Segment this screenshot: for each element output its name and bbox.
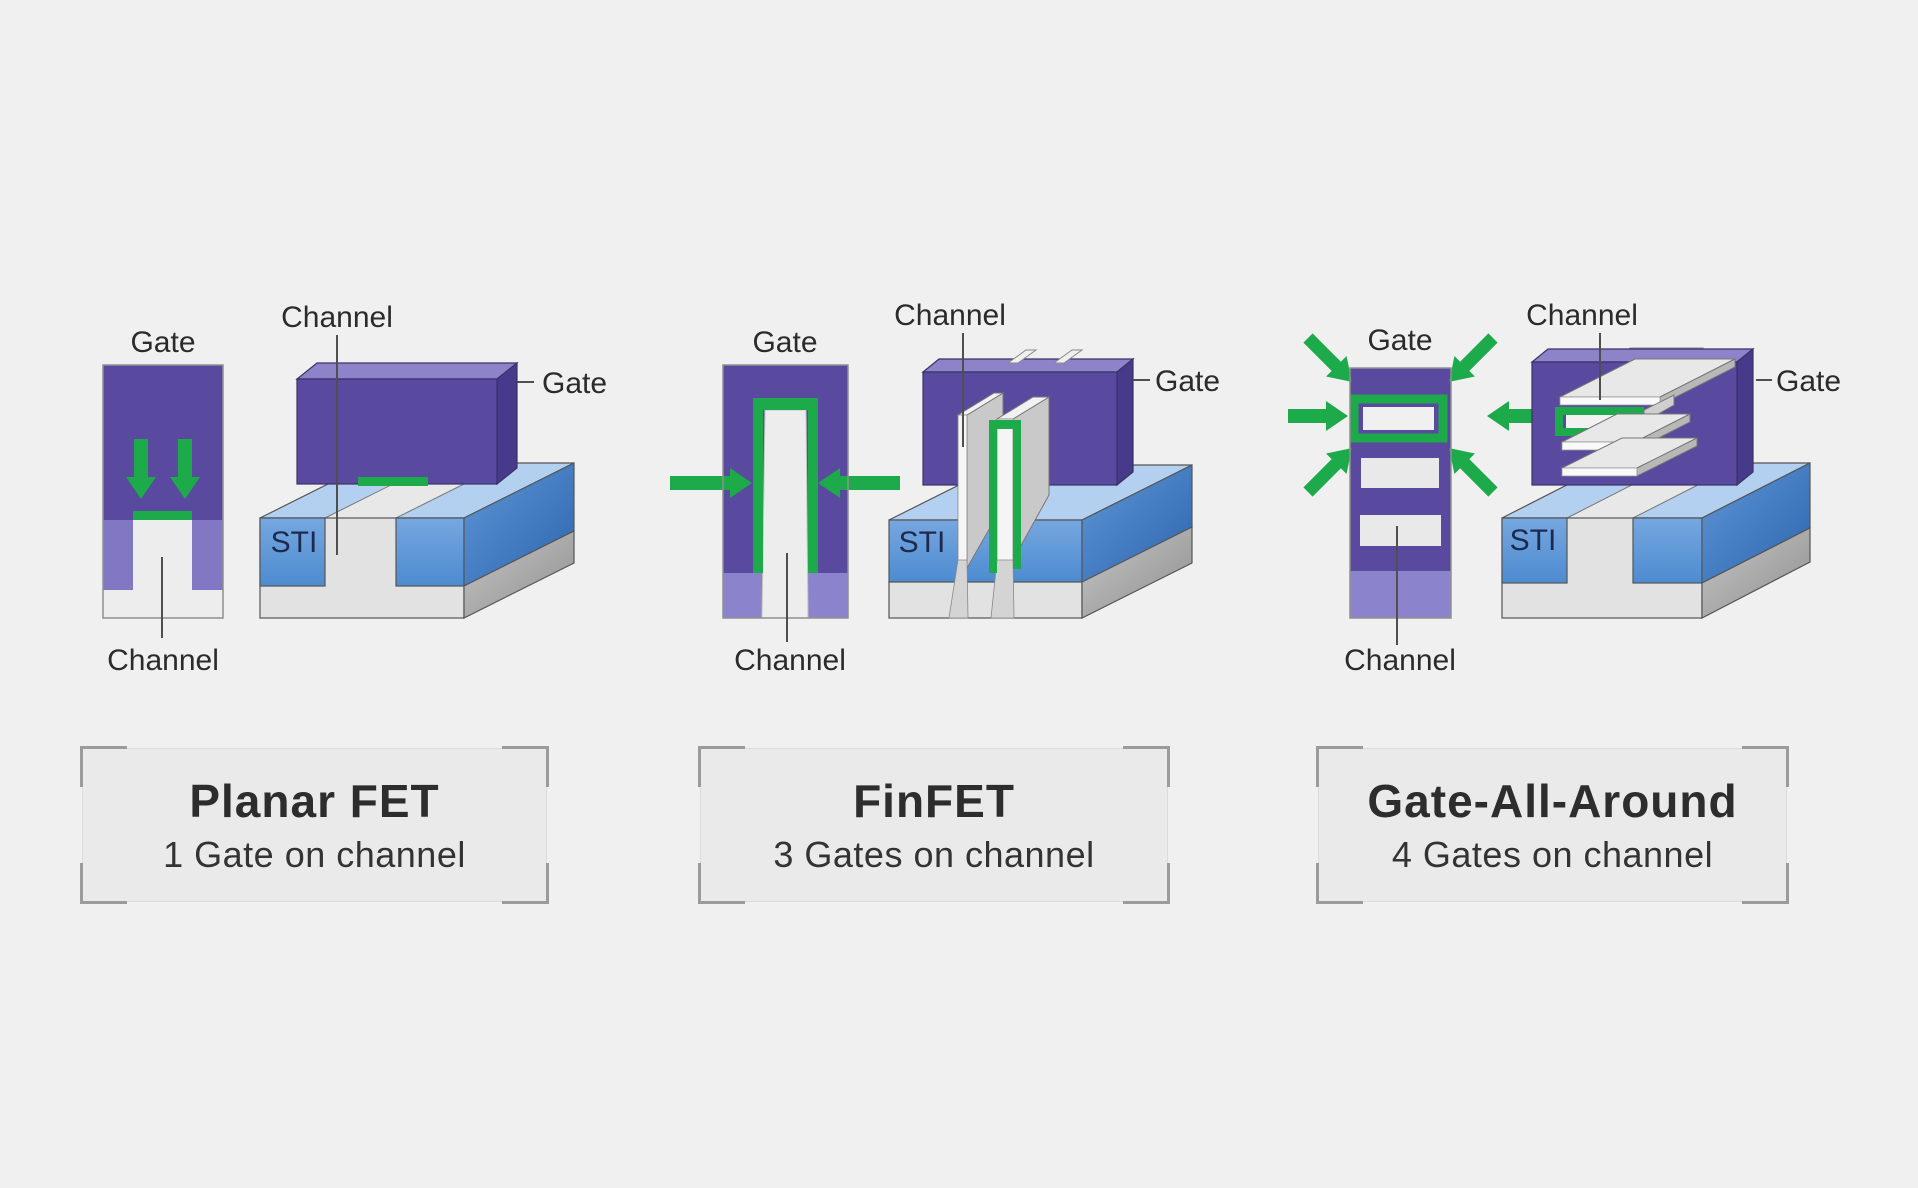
sti-label: STI — [1510, 524, 1557, 557]
finfet-panel: Gate Channel Gate STI Channel — [670, 299, 1220, 677]
corner-bracket-bottom-right — [1742, 863, 1789, 904]
finfet-caption: FinFET 3 Gates on channel — [698, 746, 1170, 904]
caption-title: FinFET — [853, 774, 1015, 827]
corner-bracket-top-right — [1742, 746, 1789, 787]
cross-section-outline — [722, 364, 849, 619]
substrate-side-face — [1081, 526, 1193, 619]
gate-side-face — [1736, 347, 1754, 487]
fin1-foot — [948, 559, 969, 619]
planar-fet-panel: Gate Channel Gate STI Channel — [102, 301, 607, 677]
gate-contact-bar — [133, 511, 192, 520]
spacer-right — [192, 520, 223, 590]
gate-contact-bar-3d — [358, 477, 428, 486]
cross-section-outline — [1349, 367, 1452, 619]
finfet-3d-view — [888, 333, 1193, 619]
fin-gate-wrap-top — [989, 420, 1021, 429]
diagonal-arrow-icon — [1449, 448, 1498, 497]
spacer-left — [103, 520, 133, 590]
sheet4-front-edge — [1561, 467, 1638, 477]
gaa-3d-view — [1501, 333, 1811, 619]
left-arrow-icon — [1487, 401, 1560, 431]
gate-3d-label: Gate — [1776, 365, 1841, 398]
sti-label: STI — [271, 526, 318, 559]
diagonal-arrow-icon — [1303, 448, 1352, 497]
planar-3d-view — [259, 335, 575, 619]
gate-all-around-caption: Gate-All-Around 4 Gates on channel — [1316, 746, 1789, 904]
nanosheet-2 — [1361, 458, 1439, 488]
gate-label: Gate — [130, 326, 195, 359]
gate-side-face — [1116, 357, 1134, 487]
gate-wrap-right — [808, 398, 818, 573]
sti-front-left — [1501, 517, 1568, 584]
left-arrow-icon — [818, 468, 900, 498]
diagonal-arrow-icon — [1449, 333, 1498, 382]
channel-bottom-label: Channel — [734, 644, 846, 677]
channel-bottom-label: Channel — [107, 644, 219, 677]
gate-top-face — [921, 358, 1135, 373]
gate-3d-label: Gate — [542, 367, 607, 400]
caption-subtitle: 4 Gates on channel — [1391, 833, 1714, 875]
corner-bracket-top-left — [80, 746, 127, 787]
fin-gate-wrap-right — [1013, 420, 1021, 569]
sti-front-right — [1632, 517, 1703, 584]
right-arrow-icon — [1288, 401, 1348, 431]
corner-bracket-bottom-left — [1316, 863, 1363, 904]
sti-front-right — [395, 517, 465, 587]
gate-region — [103, 365, 223, 520]
caption-subtitle: 3 Gates on channel — [773, 833, 1095, 875]
channel-top-label: Channel — [1526, 299, 1638, 332]
gate-label: Gate — [752, 326, 817, 359]
down-arrow-icon — [170, 439, 200, 499]
corner-bracket-top-left — [698, 746, 745, 787]
substrate-side-face — [463, 530, 575, 619]
corner-bracket-top-left — [1316, 746, 1363, 787]
channel-bottom-label: Channel — [1344, 644, 1456, 677]
substrate-side-face — [1701, 527, 1811, 619]
corner-bracket-bottom-left — [698, 863, 745, 904]
nanosheet-1 — [1363, 407, 1434, 430]
caption-title: Planar FET — [189, 774, 440, 827]
fin-tab-2 — [1052, 349, 1084, 364]
caption-subtitle: 1 Gate on channel — [163, 833, 466, 875]
gate-3d-label: Gate — [1155, 365, 1220, 398]
gate-wrap-ring — [1349, 394, 1448, 443]
corner-bracket-top-right — [502, 746, 549, 787]
right-arrow-icon — [670, 468, 752, 498]
planar-cross-section — [102, 364, 224, 638]
fin-channel — [761, 409, 809, 619]
finfet-cross-section — [670, 364, 900, 642]
diagonal-arrow-icon — [1303, 333, 1352, 382]
planar-fet-caption: Planar FET 1 Gate on channel — [80, 746, 549, 904]
substrate-front-face — [888, 581, 1083, 619]
gate-all-around-panel: Gate Channel Gate STI Channel — [1288, 299, 1841, 677]
gate-wrap-left — [753, 398, 763, 573]
nanosheet-3 — [1360, 515, 1441, 546]
sti-label: STI — [899, 526, 946, 559]
gaa-cross-section — [1288, 333, 1560, 645]
fin-tab-1 — [1006, 349, 1038, 364]
corner-bracket-bottom-left — [80, 863, 127, 904]
base-band — [1350, 571, 1451, 618]
gate-side-face — [496, 361, 518, 486]
fin2-front-face — [996, 418, 1014, 566]
caption-title: Gate-All-Around — [1367, 774, 1738, 827]
corner-bracket-top-right — [1123, 746, 1170, 787]
down-arrow-icon — [126, 439, 156, 499]
gate-label: Gate — [1367, 324, 1432, 357]
corner-bracket-bottom-right — [1123, 863, 1170, 904]
fin-gate-wrap-left — [989, 420, 997, 573]
gate-wrap-top — [753, 398, 818, 410]
channel-top-label: Channel — [281, 301, 393, 334]
sti-front-left — [259, 517, 326, 587]
gate-front-face — [296, 378, 498, 485]
corner-bracket-bottom-right — [502, 863, 549, 904]
channel-top-label: Channel — [894, 299, 1006, 332]
sheet1-front-edge — [1559, 396, 1661, 406]
gate-top-face — [295, 362, 519, 380]
fin2-foot — [990, 559, 1015, 619]
